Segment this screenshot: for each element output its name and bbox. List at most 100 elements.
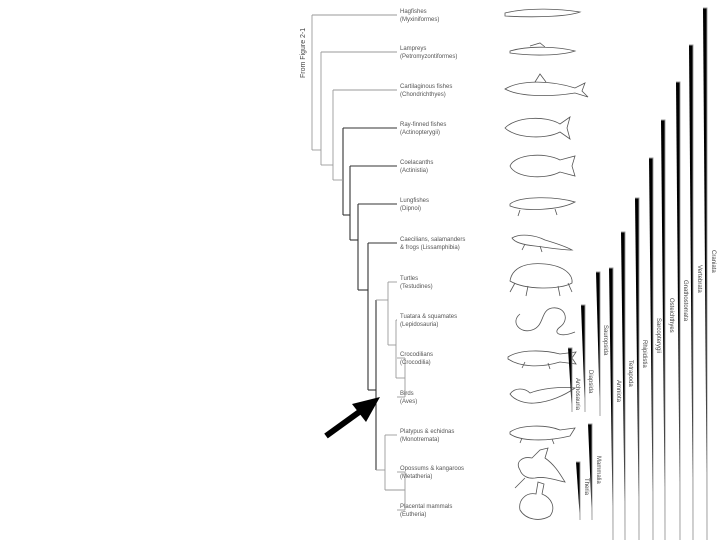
taxon-common-name: Ray-finned fishes	[400, 122, 446, 128]
taxon-label: Opossums & kangaroos (Metatheria)	[400, 466, 464, 480]
clade-bracket-line	[576, 461, 581, 520]
taxon-common-name: Coelacanths	[400, 160, 433, 166]
clade-label: Archosauria	[574, 378, 580, 411]
clade-bracket: Sarcopterygii	[649, 157, 661, 540]
taxon-common-name: Lungfishes	[400, 198, 429, 204]
clade-bracket-line	[676, 81, 681, 540]
clade-label: Vertebrata	[696, 265, 702, 293]
taxon-common-name: Hagfishes	[400, 9, 427, 15]
taxon-scientific-name: (Lepidosauria)	[400, 322, 438, 328]
arrow-head	[352, 397, 380, 422]
clade-bracket-line	[635, 197, 640, 540]
taxon-scientific-name: (Myxiniformes)	[400, 17, 439, 23]
arrow-pointer-icon	[324, 397, 380, 439]
clade-bracket: Tetrapoda	[621, 231, 633, 540]
taxon-labels: Hagfishes (Myxiniformes) Lampreys (Petromyz…	[400, 9, 465, 518]
clade-label: Amniota	[615, 380, 621, 403]
taxon-common-name: Opossums & kangaroos	[400, 466, 464, 472]
clade-bracket: Craniata	[703, 7, 716, 540]
clade-label: Craniata	[710, 250, 716, 273]
taxon-label: Caecilians, salamanders & frogs (Lissamph…	[400, 237, 465, 251]
taxon-common-name: Platypus & echidnas	[400, 429, 454, 435]
arrow-shaft	[324, 407, 364, 439]
hagfish-silhouette	[504, 8, 582, 18]
clade-bracket: Archosauria	[568, 347, 580, 412]
clade-bracket-line	[568, 347, 573, 412]
coelacanth-silhouette	[509, 154, 576, 178]
taxon-common-name: Placental mammals	[400, 504, 452, 510]
figure-reference: From Figure 2-1	[300, 28, 307, 78]
taxon-scientific-name: & frogs (Lissamphibia)	[400, 245, 460, 251]
clade-bracket-line	[661, 119, 666, 540]
snake-silhouette	[515, 307, 576, 336]
kangaroo-silhouette	[514, 447, 566, 489]
taxon-label: Ray-finned fishes (Actinopterygii)	[400, 122, 446, 136]
taxon-label: Crocodilians (Crocodilia)	[400, 352, 433, 366]
taxon-common-name: Cartilaginous fishes	[400, 84, 452, 90]
clade-label: Gnathostomata	[682, 280, 688, 322]
taxon-common-name: Tuatara & squamates	[400, 314, 457, 320]
clade-bracket: Amniota	[609, 267, 621, 540]
clade-bracket-line	[689, 44, 694, 540]
salamander-silhouette	[511, 234, 574, 253]
taxon-scientific-name: (Eutheria)	[400, 512, 426, 518]
taxon-label: Coelacanths (Actinistia)	[400, 160, 433, 174]
taxon-label: Lungfishes (Dipnoi)	[400, 198, 429, 212]
clade-label: Sauropsida	[602, 325, 608, 356]
taxon-scientific-name: (Testudines)	[400, 284, 433, 290]
taxon-label: Platypus & echidnas (Monotremata)	[400, 429, 454, 443]
clade-bracket: Sauropsida	[596, 271, 608, 416]
clade-bracket: Mammalia	[588, 423, 601, 520]
clade-label: Rhipidistia	[641, 340, 647, 368]
platypus-silhouette	[509, 425, 576, 445]
taxon-label: Lampreys (Petromyzontiformes)	[400, 46, 457, 60]
taxon-scientific-name: (Monotremata)	[400, 437, 439, 443]
taxon-scientific-name: (Petromyzontiformes)	[400, 54, 457, 60]
clade-bracket: Vertebrata	[689, 44, 702, 540]
taxon-label: Turtles (Testudines)	[400, 276, 433, 290]
taxon-common-name: Caecilians, salamanders	[400, 237, 465, 243]
shark-silhouette	[504, 73, 589, 98]
animal-silhouettes	[504, 8, 589, 520]
clade-bracket-line	[609, 267, 614, 540]
taxon-common-name: Turtles	[400, 276, 418, 282]
taxon-scientific-name: (Crocodilia)	[400, 360, 431, 366]
clade-label: Osteichthyes	[668, 298, 674, 333]
clade-label: Sarcopterygii	[655, 318, 661, 353]
taxon-common-name: Birds	[400, 391, 414, 397]
taxon-label: Hagfishes (Myxiniformes)	[400, 9, 439, 23]
clade-bracket-line	[588, 423, 593, 520]
taxon-scientific-name: (Dipnoi)	[400, 206, 421, 212]
clade-bracket: Osteichthyes	[661, 119, 674, 540]
clade-bracket-line	[649, 157, 654, 540]
clade-label: Diapsida	[587, 370, 593, 394]
taxon-label: Birds (Aves)	[400, 391, 417, 405]
bird-silhouette	[509, 386, 577, 404]
taxon-common-name: Crocodilians	[400, 352, 433, 358]
taxon-scientific-name: (Actinistia)	[400, 168, 428, 174]
taxon-common-name: Lampreys	[400, 46, 426, 52]
clade-bracket-line	[596, 271, 601, 416]
clade-bracket: Theria	[576, 461, 589, 520]
taxon-scientific-name: (Actinopterygii)	[400, 130, 440, 136]
taxon-label: Tuatara & squamates (Lepidosauria)	[400, 314, 457, 328]
lamprey-silhouette	[509, 42, 577, 56]
crocodile-silhouette	[507, 350, 577, 370]
lungfish-silhouette	[509, 197, 577, 217]
rabbit-silhouette	[519, 481, 554, 520]
taxon-label: Placental mammals (Eutheria)	[400, 504, 452, 518]
taxon-scientific-name: (Aves)	[400, 399, 417, 405]
cladogram-branches	[311, 14, 406, 511]
clade-bracket-line	[621, 231, 626, 540]
clade-label: Mammalia	[595, 456, 601, 484]
clade-bracket: Diapsida	[581, 304, 593, 412]
clade-label: Tetrapoda	[627, 360, 633, 387]
clade-bracket-line	[581, 304, 586, 412]
taxon-scientific-name: (Metatheria)	[400, 474, 432, 480]
taxon-label: Cartilaginous fishes(Chondrichthyes)	[400, 84, 452, 98]
clade-bracket: Rhipidistia	[635, 197, 647, 540]
clade-bracket-line	[703, 7, 708, 540]
clade-label: Theria	[583, 478, 589, 496]
